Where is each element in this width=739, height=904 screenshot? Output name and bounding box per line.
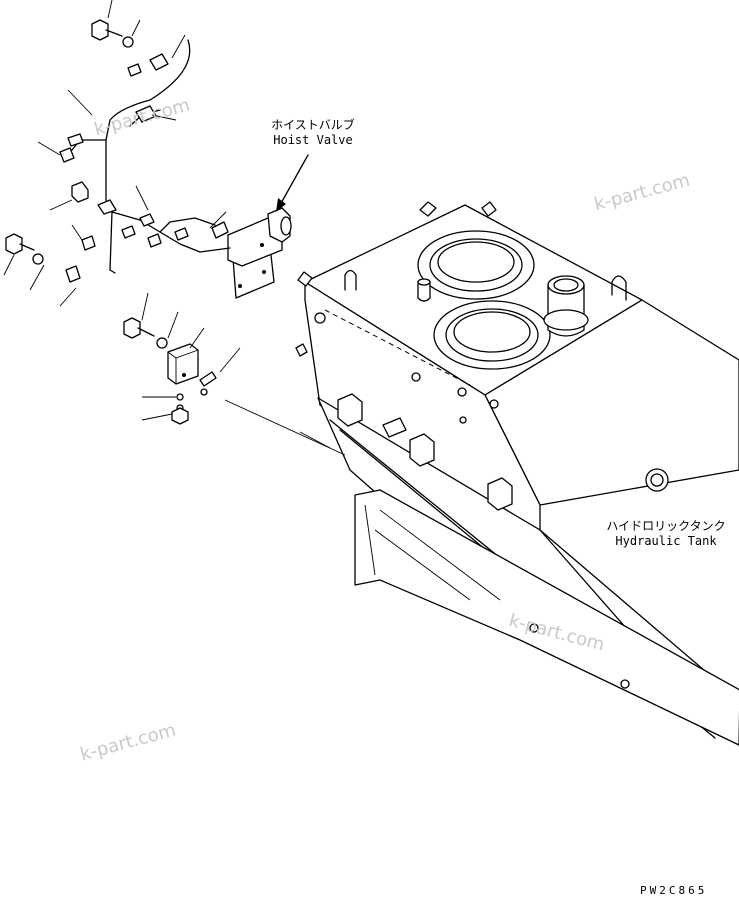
hydraulic-tank <box>224 201 739 746</box>
hoist-valve-label-jp: ホイストバルブ <box>271 118 355 132</box>
hoist-valve-leader <box>279 154 309 206</box>
hoist-valve-label: ホイストバルブ Hoist Valve <box>258 118 368 148</box>
hydraulic-tank-label: ハイドロリックタンク Hydraulic Tank <box>596 519 736 549</box>
leader-lines <box>3 0 241 421</box>
wiring-harness <box>59 39 231 283</box>
drawing-code: PW2C865 <box>640 884 708 897</box>
hardware-parts <box>5 19 217 425</box>
hoist-valve-label-en: Hoist Valve <box>273 133 353 147</box>
hydraulic-tank-label-en: Hydraulic Tank <box>615 534 717 548</box>
hoist-valve <box>227 207 292 299</box>
hydraulic-tank-label-jp: ハイドロリックタンク <box>606 519 726 533</box>
